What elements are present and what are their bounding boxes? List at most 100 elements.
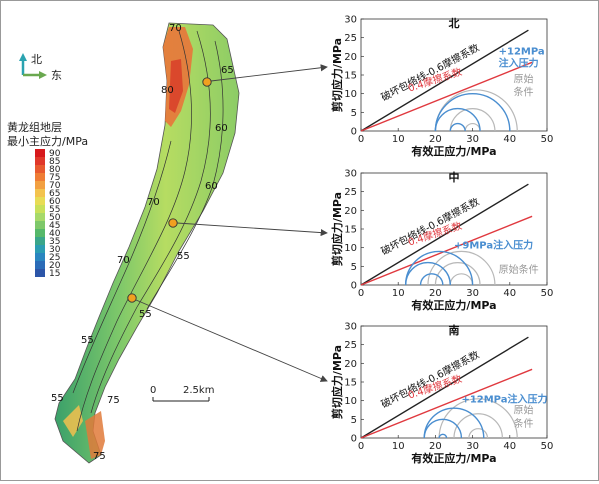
legend-tick-label: 50: [49, 213, 61, 223]
y-tick-label: 15: [344, 71, 357, 82]
original-mohr-circle: [427, 250, 496, 286]
legend-tick-label: 45: [49, 221, 60, 231]
legend-swatch: [35, 261, 45, 269]
legend-tick-label: 55: [49, 205, 60, 215]
x-tick-label: 50: [541, 134, 554, 145]
legend-swatch: [35, 149, 45, 157]
legend-swatch: [35, 213, 45, 221]
legend: 黄龙组地层 最小主应力/MPa 908580757065605550454035…: [7, 120, 88, 279]
y-tick-label: 0: [351, 281, 357, 292]
legend-swatch: [35, 205, 45, 213]
friction-line: [360, 215, 533, 286]
injection-label: +12MPa注入压力: [461, 393, 547, 406]
legend-tick-label: 90: [49, 149, 61, 159]
legend-swatch: [35, 269, 45, 277]
contour-line: [72, 140, 172, 394]
injected-mohr-circle: [423, 407, 485, 439]
x-tick-label: 0: [358, 288, 364, 299]
x-axis-label: 有效正应力/MPa: [411, 144, 496, 158]
x-axis-label: 有效正应力/MPa: [411, 298, 496, 312]
y-tick-label: 15: [344, 225, 357, 236]
y-tick-label: 25: [344, 187, 357, 198]
legend-swatch: [35, 253, 45, 261]
east-label: 东: [51, 69, 62, 82]
x-tick-label: 40: [503, 441, 516, 452]
injected-mohr-circle: [449, 122, 466, 132]
failure-envelope-line: [360, 29, 529, 132]
legend-tick-label: 30: [49, 245, 61, 255]
y-tick-label: 0: [351, 434, 357, 445]
y-tick-label: 5: [351, 415, 357, 426]
y-tick-label: 30: [344, 169, 357, 180]
injected-mohr-circle: [404, 250, 474, 286]
y-tick-label: 10: [344, 89, 357, 100]
contour-label: 55: [177, 251, 190, 262]
y-tick-label: 0: [351, 127, 357, 138]
y-axis-label: 剪切应力/MPa: [330, 192, 344, 266]
legend-tick-label: 25: [49, 253, 60, 263]
arrow-to-middle-chart: [176, 222, 328, 237]
legend-tick-label: 80: [49, 165, 61, 175]
legend-swatch: [35, 245, 45, 253]
injected-mohr-circle: [404, 261, 451, 286]
contour-label: 75: [93, 451, 106, 462]
legend-tick-label: 70: [49, 181, 61, 191]
compass: 北 东: [19, 53, 62, 82]
north-label: 北: [31, 53, 42, 66]
x-tick-label: 30: [466, 441, 479, 452]
contour-label: 80: [161, 85, 174, 96]
original-label-line2: 条件: [514, 86, 534, 99]
legend-title-line2: 最小主应力/MPa: [7, 134, 88, 148]
failure-envelope-line: [360, 183, 529, 286]
contour-line: [76, 30, 192, 432]
injected-mohr-circle: [423, 418, 463, 439]
legend-tick-label: 65: [49, 189, 60, 199]
x-tick-label: 10: [392, 288, 405, 299]
x-axis-label: 有效正应力/MPa: [411, 451, 496, 465]
scale-zero: 0: [150, 385, 156, 396]
contour-label: 55: [81, 335, 94, 346]
legend-swatch: [35, 221, 45, 229]
contour-line: [146, 40, 224, 310]
original-mohr-circle: [438, 398, 518, 439]
contour-label: 60: [205, 181, 218, 192]
legend-tick-label: 85: [49, 157, 60, 167]
contour-label: 75: [107, 395, 120, 406]
chart-title: 南: [449, 323, 460, 337]
x-tick-label: 20: [429, 288, 442, 299]
legend-title-line1: 黄龙组地层: [7, 120, 62, 134]
injected-mohr-circle: [434, 107, 481, 132]
original-label-line1: 原始: [514, 404, 534, 417]
legend-swatch: [35, 165, 45, 173]
injected-mohr-circle: [438, 433, 448, 439]
arrow-to-north-chart: [210, 64, 328, 82]
legend-swatch: [35, 189, 45, 197]
scale-label: 2.5km: [183, 385, 214, 396]
y-tick-label: 30: [344, 322, 357, 333]
x-tick-label: 40: [503, 134, 516, 145]
legend-swatch: [35, 181, 45, 189]
original-mohr-circle: [453, 413, 503, 439]
y-tick-label: 30: [344, 15, 357, 26]
y-tick-label: 25: [344, 340, 357, 351]
original-mohr-circle: [468, 428, 489, 439]
x-tick-label: 30: [466, 288, 479, 299]
injection-label: +9MPa注入压力: [454, 238, 533, 251]
contour-line: [90, 30, 211, 414]
original-label: 原始条件: [499, 263, 539, 276]
contour-label: 70: [169, 23, 182, 34]
y-tick-label: 20: [344, 52, 357, 63]
contour-label: 70: [147, 197, 160, 208]
y-axis-label: 剪切应力/MPa: [330, 38, 344, 112]
x-tick-label: 10: [392, 134, 405, 145]
legend-swatch: [35, 173, 45, 181]
legend-swatch: [35, 229, 45, 237]
legend-colorbar: [35, 149, 45, 277]
